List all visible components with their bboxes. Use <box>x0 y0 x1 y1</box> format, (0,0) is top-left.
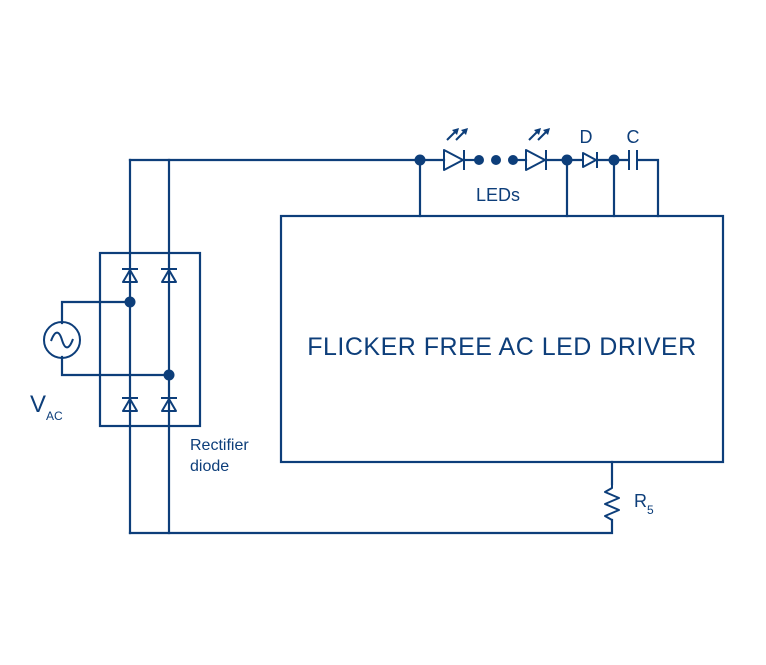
led-series-dot <box>491 155 501 165</box>
rectifier-label-line2: diode <box>190 458 229 475</box>
wire-cap-out <box>636 158 660 218</box>
led-driver-block <box>279 214 725 464</box>
source-label-main: V <box>30 391 46 418</box>
junction-dot <box>163 369 175 381</box>
wire-source-bottom <box>60 355 171 377</box>
ac-source-icon <box>43 321 81 359</box>
rectifier-label-line1: Rectifier <box>190 437 249 454</box>
capacitor-icon <box>628 150 638 170</box>
leds-label: LEDs <box>476 185 520 205</box>
light-emission-icon <box>446 128 468 141</box>
bridge-diode-icon <box>122 268 138 283</box>
capacitor-label: C <box>627 127 640 147</box>
source-label: VAC <box>30 391 63 423</box>
junctions <box>124 154 620 381</box>
source-label-sub: AC <box>46 409 63 423</box>
diode-icon <box>582 152 598 168</box>
led-icon <box>443 149 465 171</box>
junction-dot <box>561 154 573 166</box>
resistor-label-sub: 5 <box>647 503 654 517</box>
wires <box>60 158 660 535</box>
bridge-diode-icon <box>161 397 177 412</box>
bridge-diode-icon <box>161 268 177 283</box>
resistor-icon <box>604 484 620 521</box>
bridge-diodes <box>122 268 177 412</box>
resistor-label: R5 <box>634 491 654 517</box>
junction-dot <box>608 154 620 166</box>
light-emission-icon <box>528 128 550 141</box>
wire-source-top <box>60 300 132 325</box>
wire-bottom-bus <box>128 518 614 535</box>
led-series-dot <box>474 155 484 165</box>
junction-dot <box>124 296 136 308</box>
led-icon <box>525 149 547 171</box>
rectifier-bridge-box <box>98 251 202 428</box>
driver-label: FLICKER FREE AC LED DRIVER <box>307 333 696 361</box>
bridge-diode-icon <box>122 397 138 412</box>
diode-label: D <box>580 127 593 147</box>
junction-dot <box>414 154 426 166</box>
led-series-dot <box>508 155 518 165</box>
resistor-label-main: R <box>634 491 647 511</box>
